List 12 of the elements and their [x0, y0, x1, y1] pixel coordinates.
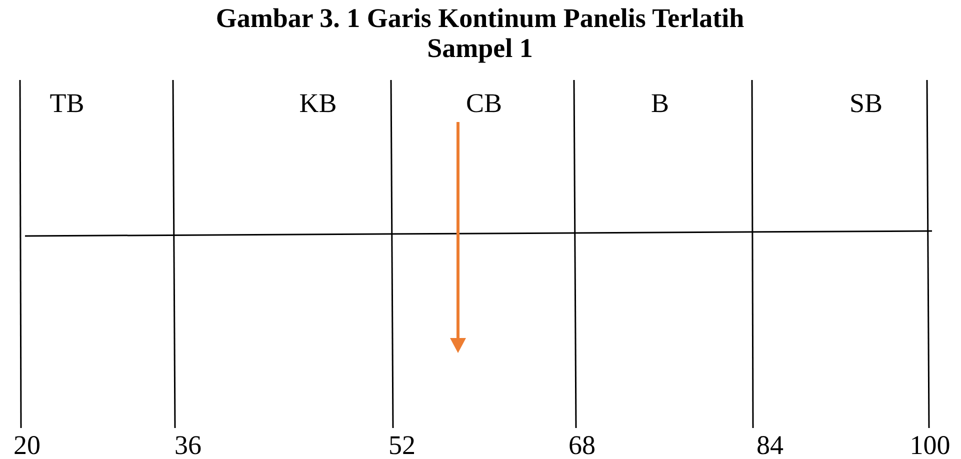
category-label: SB [849, 88, 883, 118]
scale-number: 68 [568, 430, 596, 459]
category-label: KB [299, 88, 337, 118]
scale-number: 20 [14, 430, 40, 459]
figure-title: Gambar 3. 1 Garis Kontinum Panelis Terlatih Sampel 1 [214, 3, 746, 63]
scale-number: 36 [174, 430, 202, 459]
scale-number: 84 [756, 430, 784, 459]
scale-number: 100 [910, 430, 950, 459]
category-label: B [651, 88, 669, 118]
category-label: TB [50, 88, 84, 118]
scale-number: 52 [388, 430, 416, 459]
category-label: CB [466, 88, 502, 118]
